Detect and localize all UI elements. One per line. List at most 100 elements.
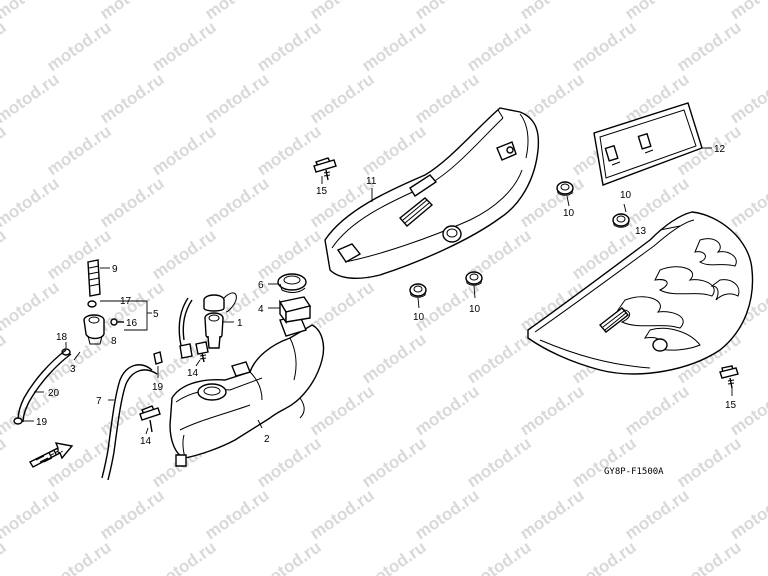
watermark-text: motod.ru xyxy=(0,225,10,283)
part-17-clip xyxy=(87,300,97,308)
watermark-text: motod.ru xyxy=(726,69,768,127)
callout-5: 5 xyxy=(153,309,159,320)
part-19-clip-right xyxy=(153,351,163,365)
part-11-left-side-cover xyxy=(324,107,540,279)
watermark-text: motod.ru xyxy=(201,0,272,23)
watermark-text: motod.ru xyxy=(0,485,63,543)
callout-13: 13 xyxy=(635,226,647,237)
watermark-text: motod.ru xyxy=(726,485,768,543)
part-13-right-side-cover xyxy=(527,211,754,375)
callout-10-a: 10 xyxy=(563,208,575,219)
watermark-text: motod.ru xyxy=(516,485,587,543)
watermark-text: motod.ru xyxy=(463,433,534,491)
watermark-text: motod.ru xyxy=(0,173,63,231)
watermark-text: motod.ru xyxy=(568,537,639,576)
watermark-text: motod.ru xyxy=(516,381,587,439)
watermark-text: motod.ru xyxy=(148,225,219,283)
watermark-text: motod.ru xyxy=(358,433,429,491)
part-7-hose xyxy=(101,364,158,481)
watermark-text: motod.ru xyxy=(463,329,534,387)
breather-hose xyxy=(178,297,193,359)
callout-11: 11 xyxy=(366,176,377,187)
callout-9: 9 xyxy=(112,264,118,275)
watermark-text: motod.ru xyxy=(673,537,744,576)
part-16-screw xyxy=(110,318,124,326)
diagram-code: GY8P-F1500A xyxy=(604,467,664,477)
watermark-text: motod.ru xyxy=(621,381,692,439)
part-18-clamp xyxy=(61,348,71,356)
leader-lines xyxy=(22,147,733,435)
watermark-text: motod.ru xyxy=(96,173,167,231)
watermark-text: motod.ru xyxy=(568,433,639,491)
callout-20: 20 xyxy=(48,388,60,399)
watermark-text: motod.ru xyxy=(568,17,639,75)
part-9-hose-joint xyxy=(87,259,101,297)
watermark-text: motod.ru xyxy=(0,433,10,491)
watermark-text: motod.ru xyxy=(148,17,219,75)
watermark-text: motod.ru xyxy=(411,0,482,23)
part-10-grommets xyxy=(409,181,630,298)
callout-14-upper: 14 xyxy=(187,368,199,379)
callout-17: 17 xyxy=(120,296,132,307)
part-1-filler-neck xyxy=(203,292,237,349)
part-8-fitting xyxy=(83,314,105,345)
callout-4: 4 xyxy=(258,304,264,315)
watermark-text: motod.ru xyxy=(411,381,482,439)
part-12-plate xyxy=(593,102,703,186)
callout-3: 3 xyxy=(70,364,76,375)
part-20-hose xyxy=(17,349,72,423)
callout-10-b: 10 xyxy=(620,190,632,201)
callout-10-d: 10 xyxy=(469,304,481,315)
watermark-text: motod.ru xyxy=(0,69,63,127)
callout-16: 16 xyxy=(126,318,138,329)
watermark-text: motod.ru xyxy=(358,329,429,387)
watermark-text: motod.ru xyxy=(0,0,63,23)
part-4-rubber-block xyxy=(278,296,312,325)
watermark-text: motod.ru xyxy=(463,537,534,576)
watermark-text: motod.ru xyxy=(148,121,219,179)
callout-15-right: 15 xyxy=(725,400,737,411)
watermark-text: motod.ru xyxy=(673,433,744,491)
watermark-text: motod.ru xyxy=(0,121,10,179)
callout-6: 6 xyxy=(258,280,264,291)
callout-10-c: 10 xyxy=(413,312,425,323)
watermark-text: motod.ru xyxy=(96,69,167,127)
callout-2: 2 xyxy=(264,434,270,445)
watermark-text: motod.ru xyxy=(673,17,744,75)
callout-7: 7 xyxy=(96,396,102,407)
watermark-text: motod.ru xyxy=(253,121,324,179)
watermark-text: motod.ru xyxy=(148,537,219,576)
watermark-text: motod.ru xyxy=(0,17,10,75)
watermark-text: motod.ru xyxy=(358,121,429,179)
watermark-text: motod.ru xyxy=(43,537,114,576)
callout-14-lower: 14 xyxy=(140,436,152,447)
watermark-text: motod.ru xyxy=(43,121,114,179)
watermark-text: motod.ru xyxy=(306,485,377,543)
callout-15-left: 15 xyxy=(316,186,328,197)
watermark-text: motod.ru xyxy=(43,433,114,491)
watermark-text: motod.ru xyxy=(516,0,587,23)
callout-19-right: 19 xyxy=(152,382,164,393)
callout-12: 12 xyxy=(714,144,726,155)
callout-19-left: 19 xyxy=(36,417,48,428)
part-19-clip-left xyxy=(13,417,23,425)
watermark-text: motod.ru xyxy=(43,225,114,283)
part-14-bolt-upper xyxy=(195,341,209,363)
part-15-bolt-right xyxy=(719,365,739,389)
part-6-cap xyxy=(277,273,307,293)
callout-labels: 1 2 3 4 5 6 7 8 9 10 10 10 10 11 12 13 1… xyxy=(36,144,737,447)
watermark-text: motod.ru xyxy=(306,69,377,127)
part-2-oil-tank xyxy=(169,315,325,467)
watermark-text: motod.ru xyxy=(358,537,429,576)
watermark-text: motod.ru xyxy=(96,0,167,23)
watermark-text: motod.ru xyxy=(621,0,692,23)
watermark-text: motod.ru xyxy=(306,381,377,439)
watermark-text: motod.ru xyxy=(201,485,272,543)
watermark-text: motod.ru xyxy=(0,277,63,335)
watermark-text: motod.ru xyxy=(0,329,10,387)
watermark-text: motod.ru xyxy=(201,69,272,127)
part-15-bolt-left xyxy=(313,157,337,181)
front-direction-arrow xyxy=(29,442,74,468)
